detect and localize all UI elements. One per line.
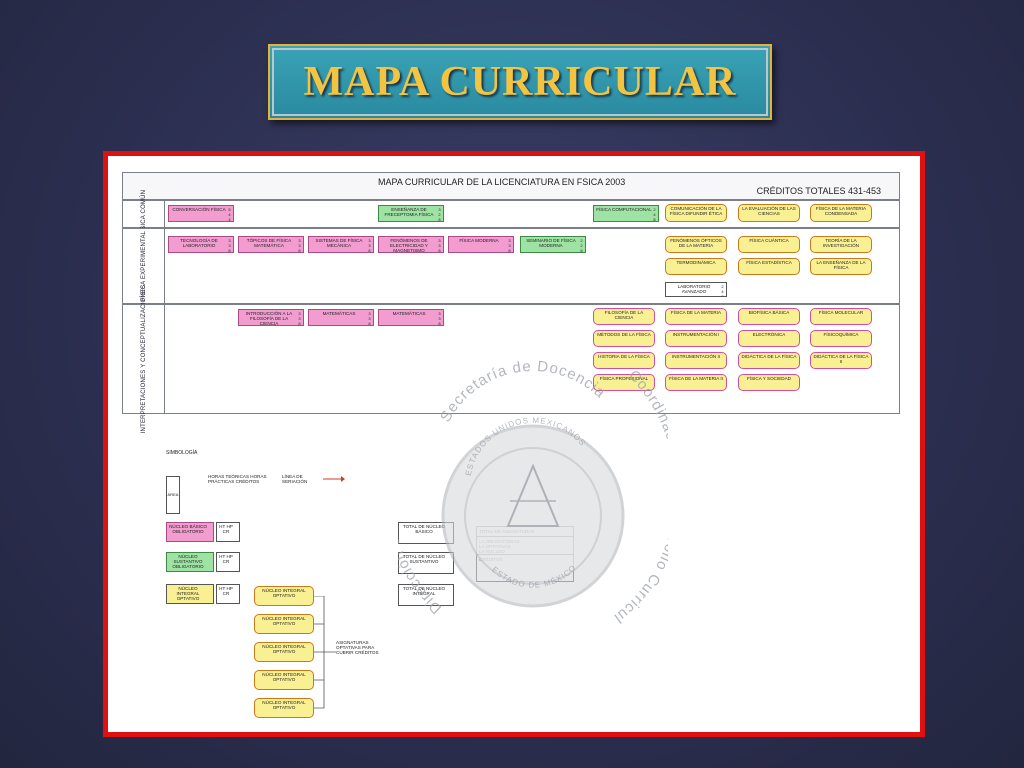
map-header: MAPA CURRICULAR DE LA LICENCIATURA EN FS… (122, 172, 900, 200)
curriculum-sheet: MAPA CURRICULAR DE LA LICENCIATURA EN FS… (103, 151, 925, 737)
subject-pill: FÍSICA PROFESIONAL (593, 374, 655, 391)
subject-pill: FÍSICA MOLECULAR (810, 308, 872, 325)
bracket-connector (314, 596, 336, 709)
legend-col-head: HORAS TEÓRICAS HORAS PRÁCTICAS CRÉDITOS (208, 474, 267, 484)
totals-table: TOTAL DE ASIGNATURAS LA OBLIGATORIAS LA … (476, 526, 574, 582)
subject-pill: FILOSOFÍA DE LA CIENCIA (593, 308, 655, 325)
totals-title: TOTAL DE ASIGNATURAS (477, 527, 573, 537)
subject-pill: ELECTRÓNICA (738, 330, 800, 347)
legend-total-box: TOTAL DE NÚCLEO BÁSICO (398, 522, 454, 544)
totals-footer: CRÉDITOS (477, 554, 573, 564)
legend-area-box (166, 476, 180, 514)
subject-pill: LA EVALUACIÓN DE LAS CIENCIAS (738, 204, 800, 222)
legend-col-head: LÍNEA DE SERIACIÓN (282, 474, 308, 484)
legend-item: NÚCLEO SUSTANTIVO OBLIGATORIO (166, 552, 214, 572)
subject-pill: TERMODINÁMICA (665, 258, 727, 275)
subject-pill: FÍSICA CUÁNTICA (738, 236, 800, 253)
subject-pill: FÍSICA DE LA MATERIA (665, 308, 727, 325)
subject-pill: LA ENSEÑANZA DE LA FÍSICA (810, 258, 872, 275)
credits-total: CRÉDITOS TOTALES 431-453 (756, 186, 881, 196)
subject-pill: COMUNICACIÓN DE LA FÍSICA DIFUNDIR ÉTICA (665, 204, 727, 222)
subject-pill: FÍSICOQUÍMICA (810, 330, 872, 347)
legend-pill: NÚCLEO INTEGRAL OPTATIVO (254, 642, 314, 662)
band-label: BÁSICA COMÚN (123, 190, 165, 238)
map-header-title: MAPA CURRICULAR DE LA LICENCIATURA EN FS… (378, 177, 626, 187)
legend-pill: NÚCLEO INTEGRAL OPTATIVO (254, 670, 314, 690)
seriation-arrow-icon (323, 476, 345, 482)
legend-item: NÚCLEO INTEGRAL OPTATIVO (166, 584, 214, 604)
subject-pill: DIDÁCTICA DE LA FÍSICA (738, 352, 800, 369)
subject-pill: MÉTODOS DE LA FÍSICA (593, 330, 655, 347)
subject-pill: FÍSICA DE LA MATERIA CONDENSADA (810, 204, 872, 222)
subject-pill: TEORÍA DE LA INVESTIGACIÓN (810, 236, 872, 253)
subject-pill: BIOFÍSICA BÁSICA (738, 308, 800, 325)
legend-item: NÚCLEO BÁSICO OBLIGATORIO (166, 522, 214, 542)
subject-pill: DIDÁCTICA DE LA FÍSICA II (810, 352, 872, 369)
legend-hours: HT HP CR (216, 584, 240, 604)
subject-pill: FENÓMENOS ÓPTICOS DE LA MATERIA (665, 236, 727, 253)
legend-hours: HT HP CR (216, 522, 240, 542)
subject-pill: FÍSICA Y SOCIEDAD (738, 374, 800, 391)
svg-text:ESTADOS UNIDOS MEXICANOS: ESTADOS UNIDOS MEXICANOS (464, 416, 588, 477)
legend-title: SIMBOLOGÍA (166, 450, 198, 456)
legend-total-box: TOTAL DE NÚCLEO SUSTANTIVO (398, 552, 454, 574)
slide-title: MAPA CURRICULAR (303, 59, 737, 105)
legend-pill: NÚCLEO INTEGRAL OPTATIVO (254, 698, 314, 718)
legend-total-box: TOTAL DE NÚCLEO INTEGRAL (398, 584, 454, 606)
subject-pill: INSTRUMENTACIÓN II (665, 352, 727, 369)
subject-pill: HISTORIA DE LA FÍSICA (593, 352, 655, 369)
subject-pill: INSTRUMENTACIÓN I (665, 330, 727, 347)
legend-hours: HT HP CR (216, 552, 240, 572)
band-label: FÍSICA EXPERIMENTAL (123, 229, 165, 303)
totals-row: LA OBLIGATORIAS (479, 539, 520, 544)
legend-note: ASIGNATURAS OPTATIVAS PARA CUBRIR CRÉDIT… (336, 640, 379, 655)
legend-area-label: ÁREA (167, 492, 179, 497)
legend-pill: NÚCLEO INTEGRAL OPTATIVO (254, 614, 314, 634)
seal-inner-top: ESTADOS UNIDOS MEXICANOS (464, 416, 587, 477)
slide-title-box: MAPA CURRICULAR (268, 44, 772, 120)
subject-pill: FÍSICA DE LA MATERIA II (665, 374, 727, 391)
subject-pill: FÍSICA ESTADÍSTICA (738, 258, 800, 275)
band-label: INTERPRETACIONES Y CONCEPTUALIZACIONES (123, 285, 165, 433)
legend-pill: NÚCLEO INTEGRAL OPTATIVO (254, 586, 314, 606)
subject-box: INTRODUCCIÓN A LA FILOSOFÍA DE LA CIENCI… (238, 309, 304, 326)
